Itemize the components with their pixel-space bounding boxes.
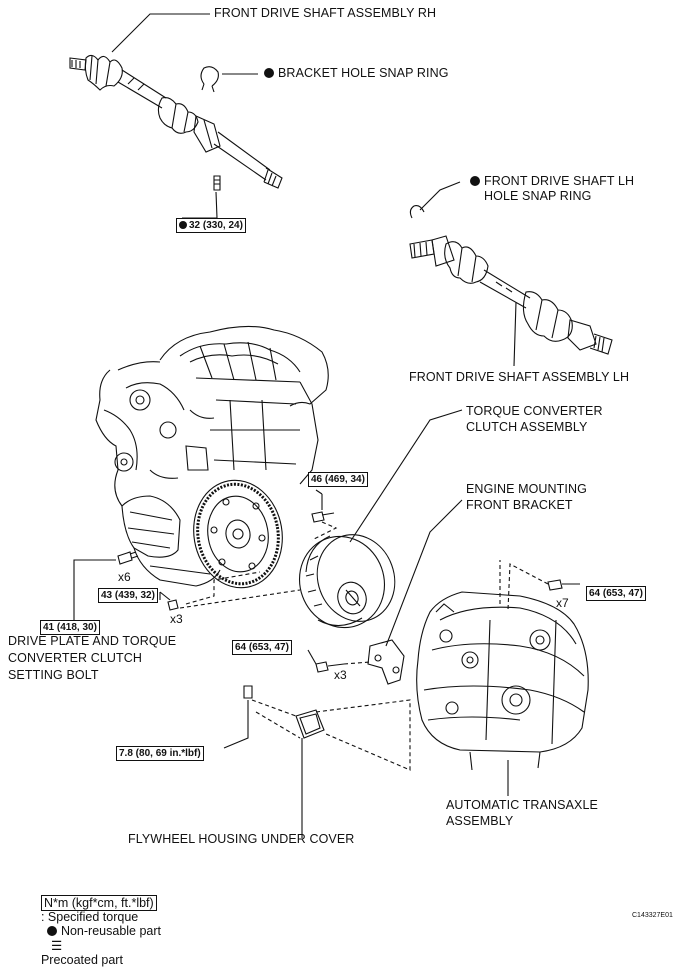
engine-mounting-bracket: [307, 499, 463, 685]
non-reusable-icon: [264, 68, 274, 78]
label-drive-plate-3: SETTING BOLT: [8, 668, 99, 682]
label-bracket-ring: BRACKET HOLE SNAP RING: [264, 66, 449, 81]
drive-shaft-lh: [409, 181, 613, 367]
torque-41: 41 (418, 30): [40, 620, 100, 635]
label-transaxle-1: AUTOMATIC TRANSAXLE: [446, 798, 598, 812]
torque-43: 43 (439, 32): [98, 588, 158, 603]
legend-nonreuse: Non-reusable part: [60, 924, 162, 938]
drive-shaft-rh: [69, 54, 283, 219]
automatic-transaxle: [416, 563, 589, 796]
drawing: [69, 13, 613, 838]
label-drive-plate-1: DRIVE PLATE AND TORQUE: [8, 634, 177, 648]
torque-converter: [298, 409, 463, 629]
label-under-cover: FLYWHEEL HOUSING UNDER COVER: [128, 832, 355, 846]
label-converter-2: CLUTCH ASSEMBLY: [466, 420, 588, 434]
label-mounting-1: ENGINE MOUNTING: [466, 482, 587, 496]
count-x7: x7: [556, 596, 569, 610]
flywheel-under-cover: [223, 685, 411, 838]
legend-precoated: Precoated part: [40, 953, 123, 967]
non-reusable-icon: [46, 926, 57, 936]
count-x3-a: x3: [170, 612, 183, 626]
label-shaft-lh-ring-2: HOLE SNAP RING: [484, 189, 592, 203]
torque-64-b: 64 (653, 47): [586, 586, 646, 601]
label-shaft-lh-ring: FRONT DRIVE SHAFT LH: [470, 174, 634, 189]
torque-32-text: 32 (330, 24): [189, 220, 243, 231]
label-converter-1: TORQUE CONVERTER: [466, 404, 603, 418]
shaft-lh-ring-text-1: FRONT DRIVE SHAFT LH: [484, 174, 635, 188]
leader-shaft-rh: [111, 13, 210, 53]
drive-plate: [193, 479, 283, 589]
diagram-canvas: { "labels": { "shaft_rh": "FRONT DRIVE S…: [8, 6, 673, 967]
legend-torque-box: N*m (kgf*cm, ft.*lbf): [40, 895, 157, 911]
bracket-snap-ring: [200, 66, 258, 93]
count-x6: x6: [118, 570, 131, 584]
legend: N*m (kgf*cm, ft.*lbf) : Specified torque…: [34, 882, 161, 967]
legend-torque-text: : Specified torque: [40, 910, 139, 924]
figure-code: C143327E01: [632, 912, 673, 919]
count-x3-b: x3: [334, 668, 347, 682]
torque-46: 46 (469, 34): [308, 472, 368, 487]
non-reusable-icon: [470, 176, 480, 186]
label-transaxle-2: ASSEMBLY: [446, 814, 514, 828]
engine-assembly: [95, 325, 329, 587]
label-shaft-lh: FRONT DRIVE SHAFT ASSEMBLY LH: [409, 370, 630, 384]
non-reusable-icon: [179, 221, 187, 229]
precoated-icon: ☰: [50, 939, 63, 953]
label-shaft-rh: FRONT DRIVE SHAFT ASSEMBLY RH: [214, 6, 437, 20]
torque-78: 7.8 (80, 69 in.*lbf): [116, 746, 204, 761]
label-drive-plate-2: CONVERTER CLUTCH: [8, 651, 143, 665]
bracket-ring-text: BRACKET HOLE SNAP RING: [278, 66, 449, 80]
label-mounting-2: FRONT BRACKET: [466, 498, 573, 512]
torque-32: 32 (330, 24): [176, 218, 246, 233]
torque-64-a: 64 (653, 47): [232, 640, 292, 655]
engine-bolts: [73, 489, 338, 620]
